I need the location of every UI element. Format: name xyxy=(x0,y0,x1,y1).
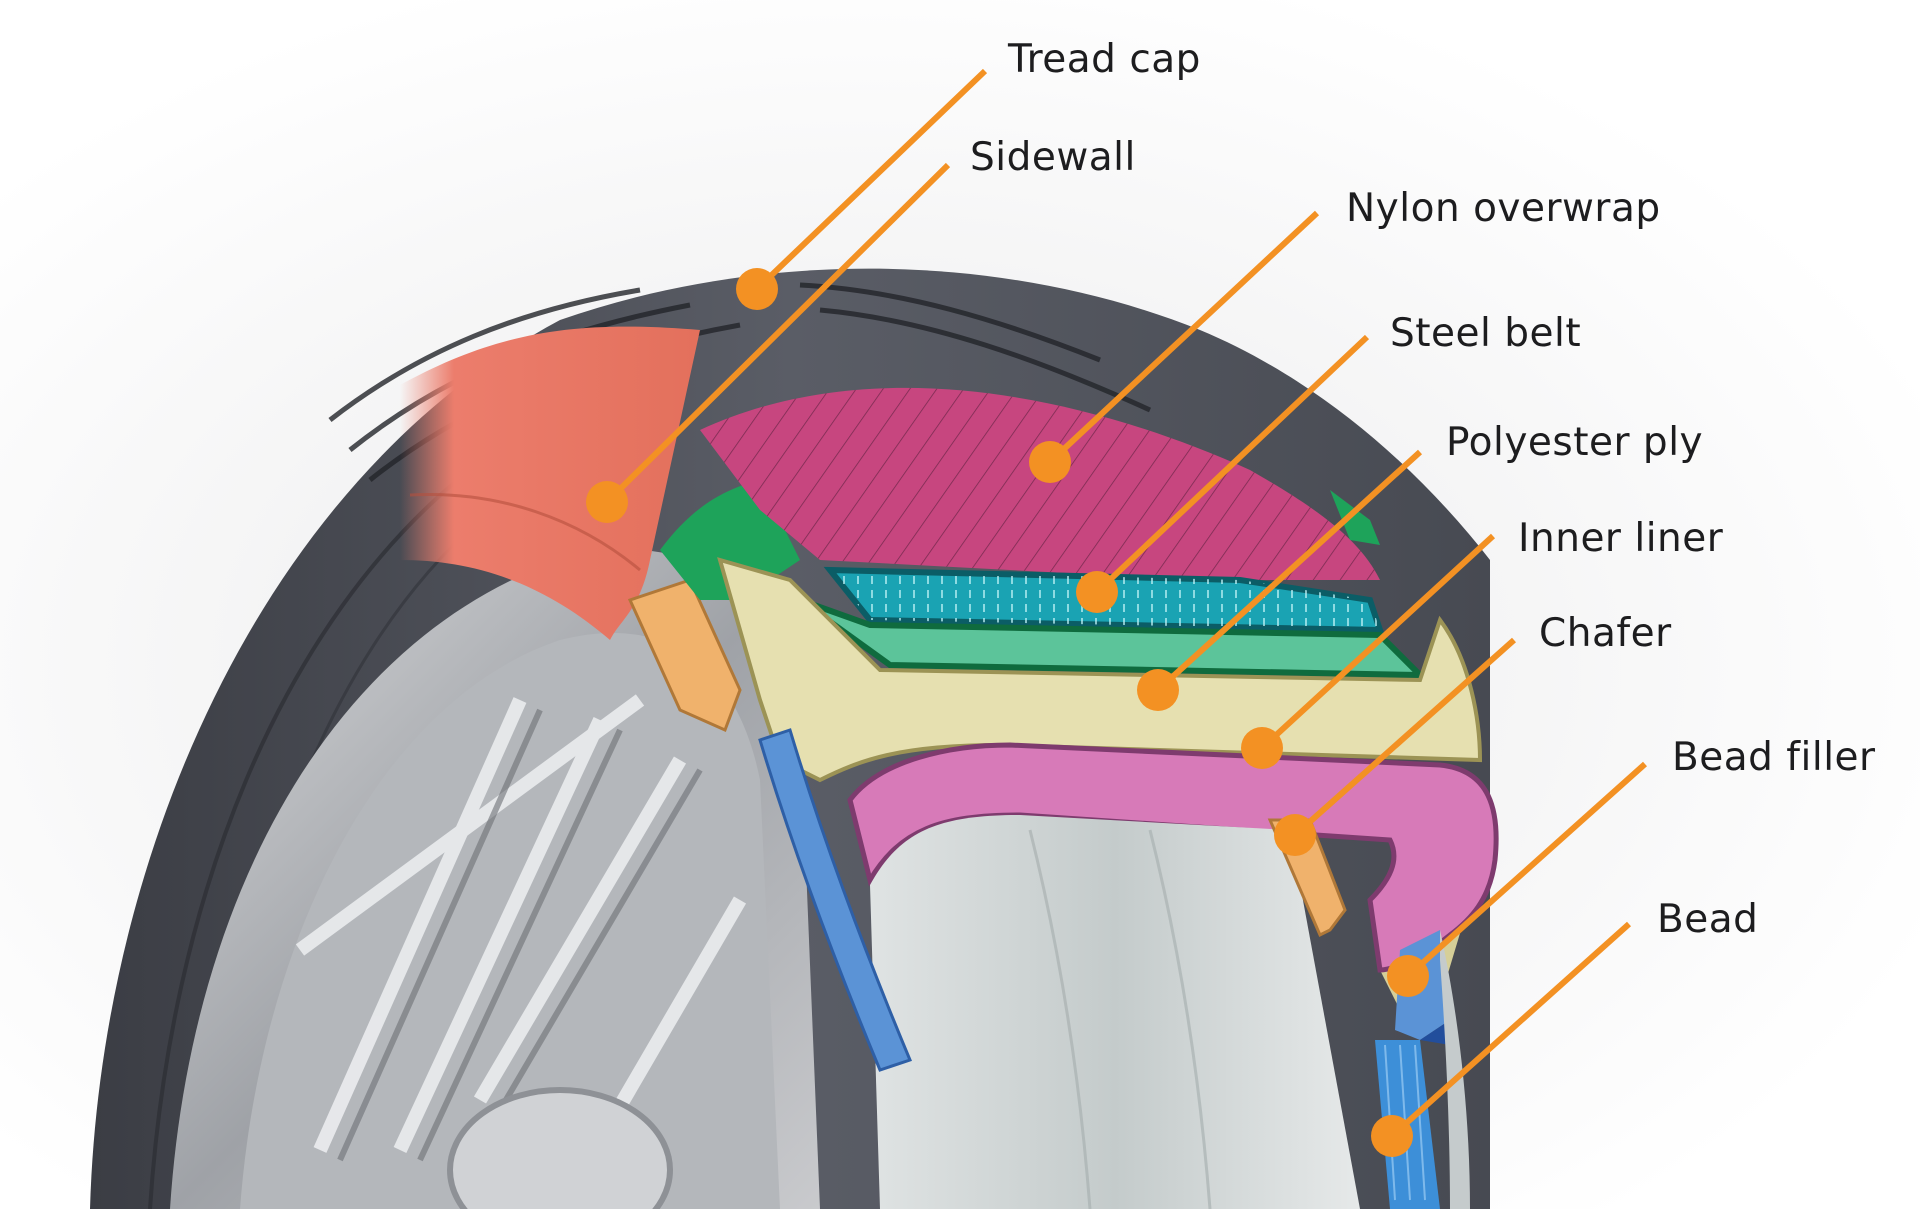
label-polyester-ply: Polyester ply xyxy=(1446,420,1704,465)
label-bead: Bead xyxy=(1657,897,1759,942)
callout-dot-steel-belt xyxy=(1076,571,1118,613)
callouts xyxy=(586,68,1648,1157)
leader-line-bead xyxy=(1389,921,1632,1139)
leader-line-steel-belt xyxy=(1094,334,1370,595)
label-sidewall: Sidewall xyxy=(970,135,1136,180)
leader-line-chafer xyxy=(1293,637,1516,838)
callout-dot-inner-liner xyxy=(1241,727,1283,769)
lower-belt-layer xyxy=(798,597,1428,679)
green-edge-right xyxy=(1330,490,1380,545)
leader-line-sidewall xyxy=(604,162,951,505)
callout-dot-polyester-ply xyxy=(1137,669,1179,711)
label-steel-belt: Steel belt xyxy=(1390,311,1582,356)
callout-dot-bead xyxy=(1371,1115,1413,1157)
inner-cavity xyxy=(870,815,1360,1209)
label-chafer: Chafer xyxy=(1539,611,1672,656)
wheel-hub xyxy=(447,1087,673,1209)
callout-dot-tread-cap xyxy=(736,268,778,310)
rim-spokes xyxy=(295,694,747,1209)
callout-dot-bead-filler xyxy=(1387,955,1429,997)
leader-line-bead-filler xyxy=(1405,761,1648,979)
label-tread-cap: Tread cap xyxy=(1008,37,1201,82)
leader-line-inner-liner xyxy=(1259,533,1496,751)
label-inner-liner: Inner liner xyxy=(1518,516,1724,561)
label-nylon-overwrap: Nylon overwrap xyxy=(1346,186,1661,231)
callout-dot-sidewall xyxy=(586,481,628,523)
chafer-left xyxy=(627,578,742,733)
callout-dot-nylon-overwrap xyxy=(1029,441,1071,483)
bead-filler-left xyxy=(758,728,913,1072)
leader-line-polyester-ply xyxy=(1155,449,1423,693)
callout-dot-chafer xyxy=(1274,814,1316,856)
sidewall-layer xyxy=(400,326,700,640)
label-bead-filler: Bead filler xyxy=(1672,735,1876,780)
wheel-rim xyxy=(170,549,820,1209)
leader-line-tread-cap xyxy=(754,68,988,292)
leader-line-nylon-overwrap xyxy=(1047,210,1320,465)
